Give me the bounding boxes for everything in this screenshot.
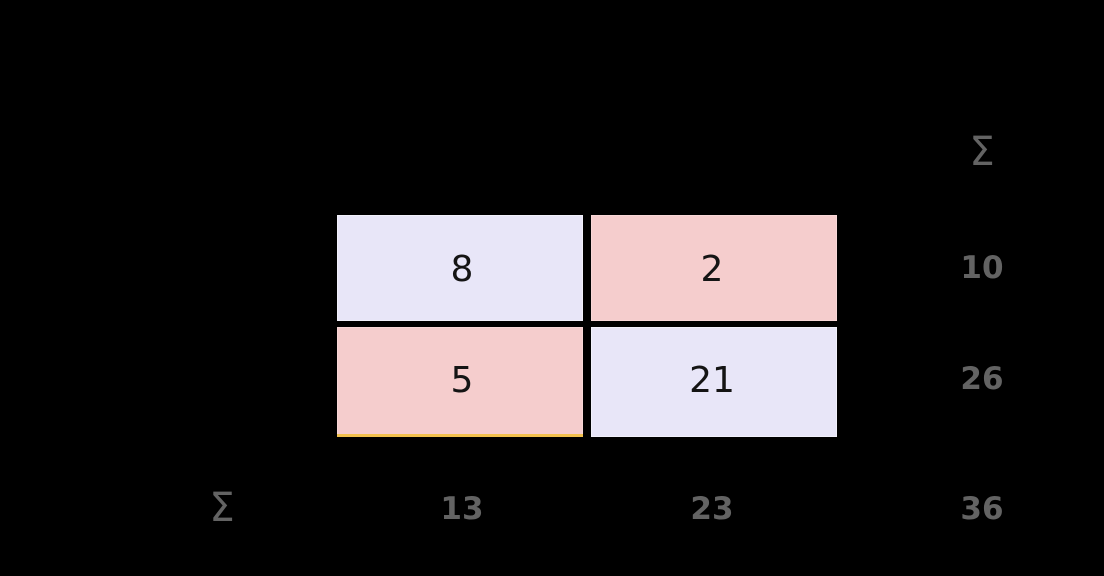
matrix-cell-r0c1[interactable]: 2 xyxy=(587,215,837,325)
matrix-cell-r1c0-value: 5 xyxy=(450,360,474,401)
column-sum-0: 13 xyxy=(440,491,484,527)
column-sum-1: 23 xyxy=(690,491,734,527)
matrix-cell-r1c1-value: 21 xyxy=(689,360,735,401)
row-sum-sigma-icon: Σ xyxy=(969,129,995,175)
row-sum-1: 26 xyxy=(960,361,1004,397)
matrix-cell-r1c0[interactable]: 5 xyxy=(337,325,587,437)
matrix-cell-r0c0[interactable]: 8 xyxy=(337,215,587,325)
matrix-cell-r0c0-fill xyxy=(337,215,583,321)
row-sum-0: 10 xyxy=(960,250,1004,286)
matrix-cell-r1c1[interactable]: 21 xyxy=(587,325,837,437)
matrix-cell-r1c1-fill xyxy=(591,327,837,437)
column-sum-sigma-icon: Σ xyxy=(209,485,235,531)
matrix-cell-r0c1-fill xyxy=(591,215,837,321)
grand-total: 36 xyxy=(960,491,1004,527)
matrix-cell-r1c0-highlight-underline xyxy=(337,434,583,437)
matrix-cell-r0c0-value: 8 xyxy=(450,249,474,290)
matrix-cell-r0c1-value: 2 xyxy=(700,249,724,290)
confusion-matrix: 8 2 5 21 xyxy=(337,215,837,437)
